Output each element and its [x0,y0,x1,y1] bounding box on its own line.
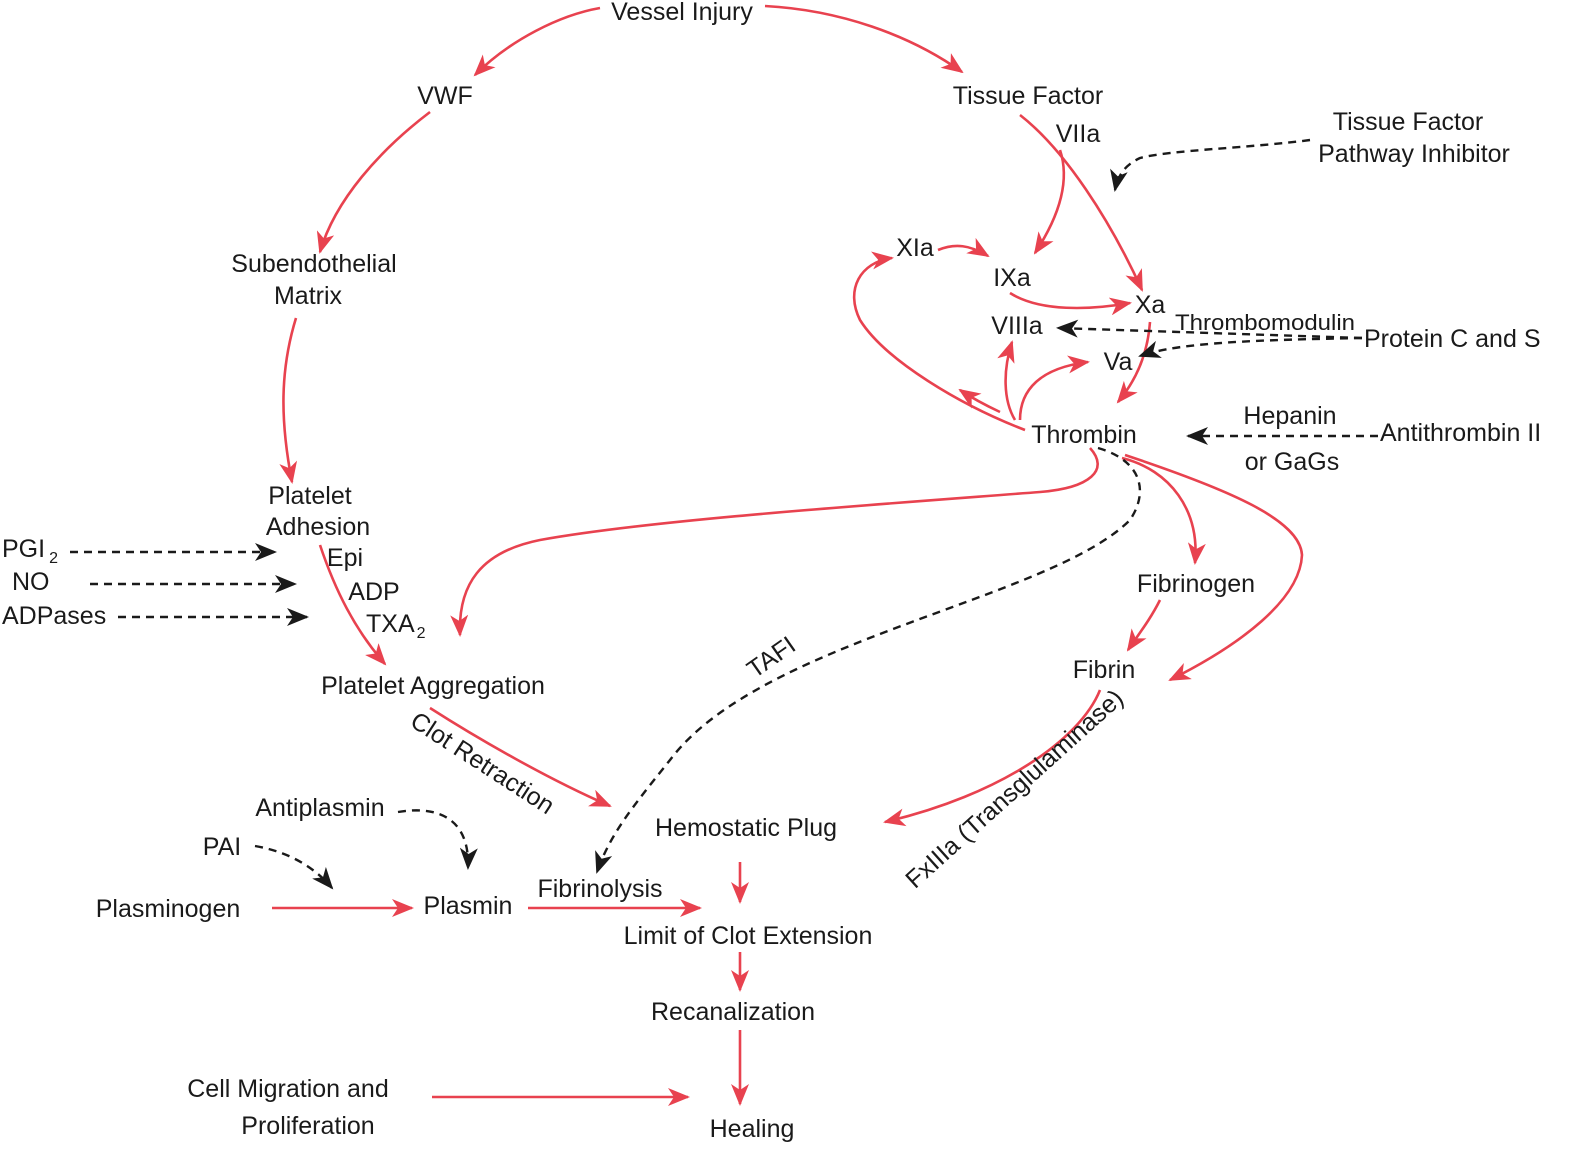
arrow-thrombin-to-va [1018,355,1090,421]
arrow-injury-to-vwf [473,6,601,77]
label-xia: XIa [896,234,934,262]
arrow-pai-to-plasmin [254,844,334,890]
arrow-fibrinogen-to-fibrin [1126,599,1162,652]
label-va: Va [1104,348,1133,376]
label-clot-retraction: Clot Retraction [405,707,559,821]
label-pai: PAI [203,833,241,861]
label-antithrombin: Antithrombin II [1380,419,1541,447]
label-subendothelial-line2: Matrix [274,282,343,310]
label-ixa: IXa [993,264,1031,292]
activation-arrows [272,4,1304,1106]
arrow-subendothelial-to-adhesion [279,317,298,484]
arrow-antiplasmin-to-plasmin [397,809,478,870]
label-plasminogen: Plasminogen [96,895,241,923]
label-txa-main: TXA [366,610,415,638]
label-fibrinogen: Fibrinogen [1137,570,1255,598]
label-pgi-main: PGI [2,535,45,563]
label-tissue-factor: Tissue Factor [953,82,1104,110]
label-cell-migration-line1: Cell Migration and [187,1075,389,1103]
label-recanalization: Recanalization [651,998,815,1026]
label-txa-subscript: 2 [417,625,426,642]
arrow-thrombin-to-viiia [997,340,1017,421]
label-hepanin-line1: Hepanin [1243,402,1336,430]
label-adpases: ADPases [2,602,106,630]
arrow-protein-c-to-viiia [1056,319,1363,340]
label-vessel-injury: Vessel Injury [611,0,753,26]
arrow-tf-to-xa [1019,113,1144,292]
arrow-thrombin-to-fxiiia [1124,453,1304,682]
arrow-injury-to-tissue-factor [764,4,964,74]
arrow-thrombin-to-xia-mid [958,388,1001,414]
label-no: NO [12,568,50,596]
label-tfpi-line2: Pathway Inhibitor [1318,140,1510,168]
label-fxiiia: FxIIIa (Transglulaminase) [900,684,1129,894]
label-cell-migration-line2: Proliferation [241,1112,374,1140]
label-antiplasmin: Antiplasmin [255,794,384,822]
arrow-tf-to-ixa [1033,149,1066,255]
label-vwf: VWF [417,82,473,110]
arrow-vwf-to-subendothelial [316,110,431,254]
arrow-ixa-to-xa [1009,291,1132,316]
label-viia: VIIa [1056,120,1101,148]
label-fibrin: Fibrin [1073,656,1136,684]
label-hepanin-line2: or GaGs [1245,448,1339,476]
arrow-thrombin-to-fibrinogen [1121,456,1206,565]
arrow-thrombin-tafi-to-plug [595,446,1142,874]
label-platelet-adhesion-line1: Platelet [268,482,351,510]
label-protein-c-s: Protein C and S [1364,325,1541,353]
label-tfpi-line1: Tissue Factor [1333,108,1484,136]
label-tafi: TAFI [742,631,801,684]
arrow-adhesion-to-aggregation [318,544,387,666]
label-healing: Healing [710,1115,795,1143]
arrow-protein-c-to-va [1138,336,1363,358]
label-adp: ADP [348,578,399,606]
arrow-thrombin-to-aggregation [450,447,1099,637]
label-platelet-adhesion-line2: Adhesion [266,513,370,541]
label-fibrinolysis: Fibrinolysis [537,875,662,903]
label-platelet-aggregation: Platelet Aggregation [321,672,545,700]
label-pgi-subscript: 2 [49,550,58,567]
arrow-xia-to-ixa [937,237,990,258]
labels: Vessel Injury VWF Tissue Factor VIIa Tis… [2,0,1541,1143]
inhibition-arrows [70,138,1378,890]
label-epi: Epi [327,544,363,572]
arrow-fibrin-to-plug [883,689,1102,827]
arrow-aggregation-to-plug [429,706,612,808]
label-hemostatic-plug: Hemostatic Plug [655,814,837,842]
label-viiia: VIIIa [991,312,1043,340]
label-limit-clot: Limit of Clot Extension [624,922,873,950]
label-thrombin: Thrombin [1031,421,1137,449]
label-subendothelial-line1: Subendothelial [231,250,396,278]
label-plasmin: Plasmin [424,892,513,920]
label-thrombomodulin: Thrombomodulin [1175,310,1355,335]
arrow-tfpi-to-xa [1110,138,1311,192]
label-xa: Xa [1135,291,1166,319]
